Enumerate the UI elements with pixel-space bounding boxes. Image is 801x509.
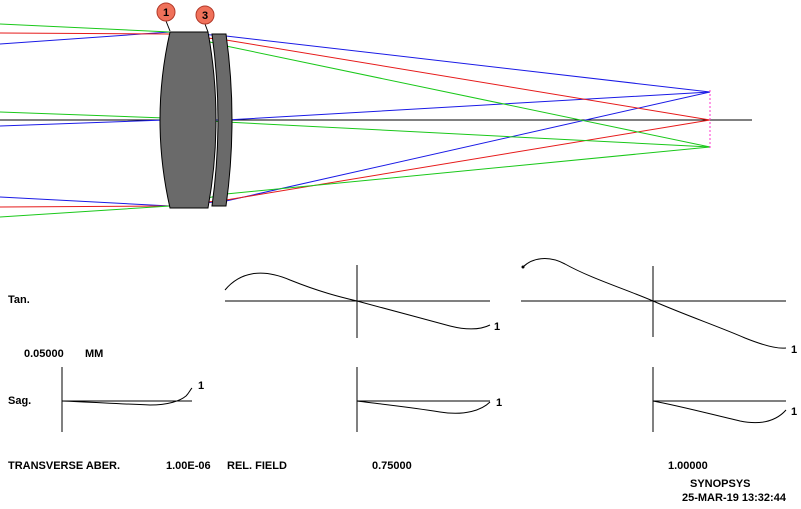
footer-title: TRANSVERSE ABER. — [8, 460, 120, 472]
surface-marker-1-label: 1 — [163, 7, 169, 19]
tan-curve-start-dot — [521, 265, 525, 269]
tan-label: Tan. — [8, 294, 30, 306]
ray-blue-top — [0, 31, 711, 93]
tan-curve-field-1 — [224, 272, 491, 330]
aberration-plots: Tan. Sag. 0.05000 MM 1 1 1 — [8, 258, 797, 432]
plot-footer: TRANSVERSE ABER. 1.00E-06 REL. FIELD 0.7… — [8, 460, 787, 504]
ray-green-mid — [0, 111, 711, 148]
field-value-1: 0.75000 — [372, 460, 412, 472]
sag-plot-field-2: 1 — [652, 367, 797, 432]
sag-curve-label-field-1: 1 — [496, 397, 502, 409]
timestamp: 25-MAR-19 13:32:44 — [682, 492, 787, 504]
lens-element-2 — [211, 33, 233, 207]
sag-curve-field-0 — [61, 387, 193, 406]
field-value-2: 1.00000 — [668, 460, 708, 472]
surface-marker-3-label: 3 — [202, 10, 208, 22]
sag-curve-label-field-2: 1 — [791, 406, 797, 418]
tan-plot-field-2: 1 — [521, 258, 797, 356]
sag-curve-label-field-0: 1 — [198, 380, 204, 392]
program-name: SYNOPSYS — [690, 478, 751, 490]
sag-plot-field-1: 1 — [356, 367, 502, 432]
tan-curve-field-2 — [522, 258, 787, 349]
scale-unit: MM — [85, 348, 103, 360]
tan-plot-field-1: 1 — [224, 265, 500, 338]
sag-plot-field-0: 1 — [61, 367, 204, 432]
footer-wavelength: 1.00E-06 — [166, 460, 211, 472]
sag-curve-field-2 — [652, 400, 787, 424]
ray-red-bot — [0, 119, 711, 208]
lens-element-1 — [159, 31, 217, 209]
scale-value: 0.05000 — [24, 348, 64, 360]
sag-curve-field-1 — [356, 400, 491, 414]
tan-curve-label-field-1: 1 — [494, 321, 500, 333]
ray-blue-mid — [0, 91, 711, 127]
footer-relfield: REL. FIELD — [227, 460, 287, 472]
ray-red-top — [0, 32, 711, 121]
surface-marker-1: 1 — [156, 2, 176, 32]
ray-blue-bot — [0, 91, 711, 207]
surface-marker-3: 3 — [195, 5, 215, 33]
tan-curve-label-field-2: 1 — [791, 344, 797, 356]
ray-trace: 1 3 — [0, 2, 752, 218]
sag-label: Sag. — [8, 395, 31, 407]
